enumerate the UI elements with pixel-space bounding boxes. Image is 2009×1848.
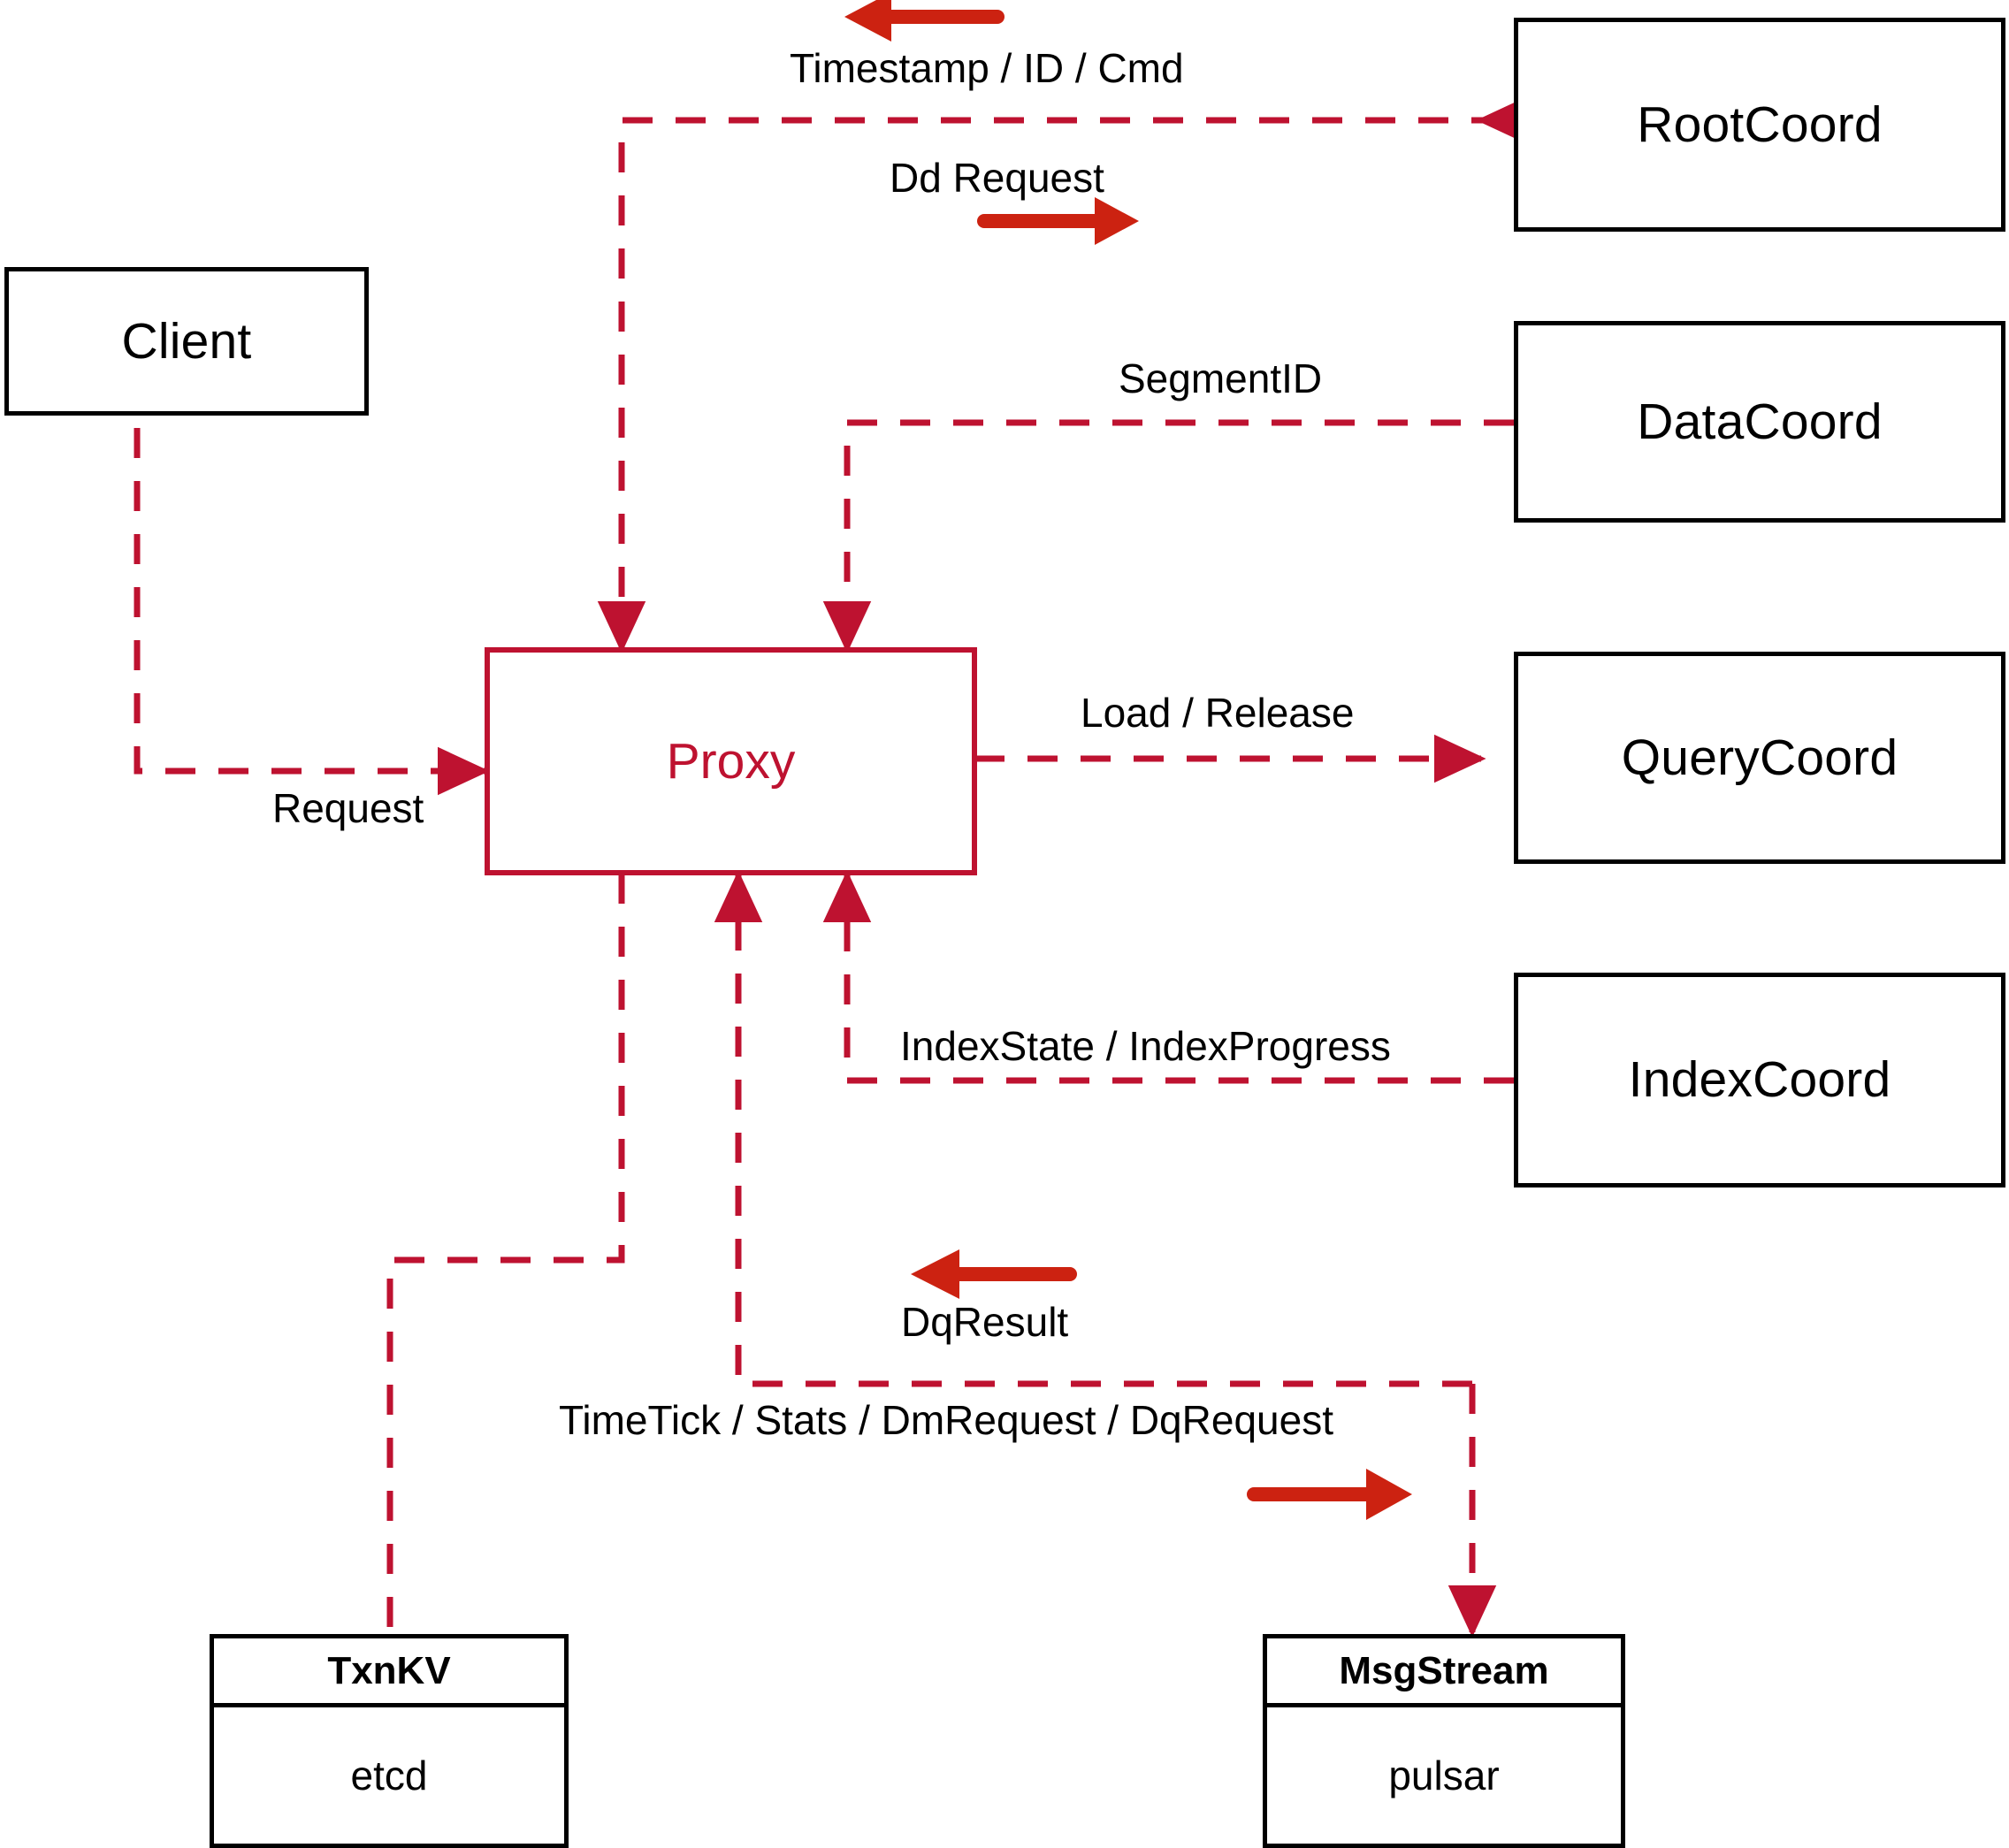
direction-arrow-timetick-right (1247, 1469, 1412, 1520)
node-txnkv-body: etcd (214, 1707, 564, 1844)
node-indexcoord[interactable]: IndexCoord (1514, 973, 2005, 1187)
edge-label-load-release: Load / Release (1081, 690, 1355, 736)
edge-label-dd-request: Dd Request (890, 155, 1104, 201)
edge-proxy-to-rootcoord (597, 95, 1529, 653)
node-txnkv-header-label: TxnKV (327, 1648, 451, 1692)
node-msgstream-header: MsgStream (1267, 1638, 1621, 1707)
edge-label-segmentid: SegmentID (1119, 355, 1323, 401)
edge-client-to-proxy (134, 375, 490, 796)
edge-proxy-to-txnkv (386, 874, 625, 1634)
direction-arrow-dqresult-left (911, 1249, 1077, 1299)
node-rootcoord[interactable]: RootCoord (1514, 18, 2005, 232)
direction-arrow-timestamp-left (844, 0, 1004, 42)
node-msgstream[interactable]: MsgStream pulsar (1263, 1634, 1625, 1848)
edge-label-index-state: IndexState / IndexProgress (900, 1023, 1391, 1069)
node-datacoord-label: DataCoord (1637, 393, 1883, 450)
node-txnkv-header: TxnKV (214, 1638, 564, 1707)
node-txnkv[interactable]: TxnKV etcd (210, 1634, 569, 1848)
edge-label-timestamp-id-cmd: Timestamp / ID / Cmd (790, 45, 1184, 91)
node-msgstream-body: pulsar (1267, 1707, 1621, 1844)
edge-label-dq-result: DqResult (901, 1299, 1069, 1345)
edge-msgstream-to-proxy (714, 870, 1472, 1387)
node-querycoord[interactable]: QueryCoord (1514, 652, 2005, 864)
node-rootcoord-label: RootCoord (1637, 95, 1883, 153)
edge-datacoord-to-proxy (822, 419, 1514, 653)
direction-arrow-ddrequest-right (977, 197, 1139, 245)
node-indexcoord-label: IndexCoord (1628, 1051, 1891, 1108)
edge-indexcoord-to-proxy (822, 870, 1514, 1084)
node-querycoord-label: QueryCoord (1621, 729, 1898, 786)
node-proxy-label: Proxy (666, 732, 796, 790)
node-client[interactable]: Client (4, 267, 369, 416)
node-msgstream-body-label: pulsar (1388, 1753, 1500, 1798)
node-proxy[interactable]: Proxy (485, 647, 977, 875)
edge-label-timetick-stats: TimeTick / Stats / DmRequest / DqRequest (559, 1397, 1333, 1443)
node-datacoord[interactable]: DataCoord (1514, 321, 2005, 523)
edge-label-request: Request (272, 785, 424, 831)
node-client-label: Client (121, 312, 252, 370)
node-msgstream-header-label: MsgStream (1339, 1648, 1549, 1692)
node-txnkv-body-label: etcd (350, 1753, 428, 1798)
